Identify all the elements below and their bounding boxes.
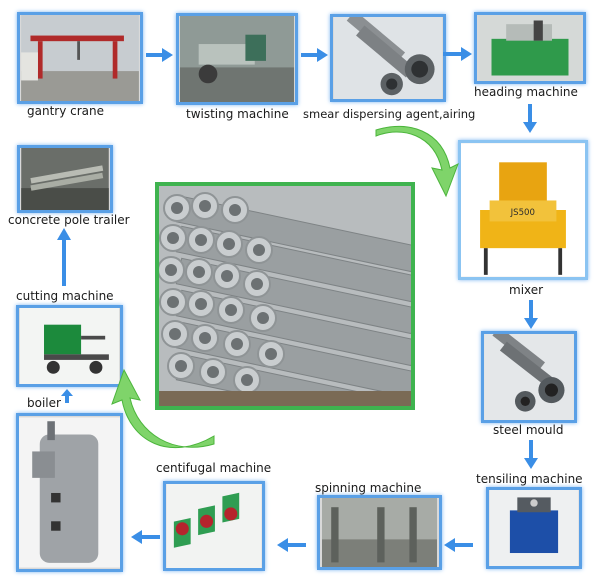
arrow-gantry-to-twisting: [146, 48, 173, 62]
centrifugal-machine-photo: [163, 481, 265, 571]
gantry-crane-photo: [17, 12, 143, 104]
label-steel-mould: steel mould: [493, 423, 564, 437]
arrow-heading-to-mixer: [523, 104, 537, 133]
tensiling-machine-image: [489, 490, 579, 566]
mixer-photo: JS500: [458, 140, 588, 280]
arrow-mixer-to-mould: [524, 300, 538, 329]
label-twisting-machine: twisting machine: [186, 107, 289, 121]
label-gantry-crane: gantry crane: [27, 104, 105, 118]
heading-machine-image: [478, 15, 582, 81]
cutting-machine-image: [19, 308, 120, 384]
arrow-cutting-to-trailer: [57, 228, 71, 286]
concrete-poles-image: [159, 186, 411, 406]
concrete-poles-center-photo: [155, 182, 415, 410]
centrifugal-machine-image: [166, 484, 262, 568]
twisting-machine-photo: [176, 13, 298, 105]
curved-arrow-bottom-left: [111, 368, 215, 449]
steel-mould-image: [484, 334, 574, 420]
boiler-image: [19, 417, 120, 568]
label-tensiling-machine: tensiling machine: [476, 472, 583, 486]
smear-dispersing-photo: [330, 14, 446, 102]
label-smear-dispersing: smear dispersing agent,airing: [303, 107, 476, 121]
concrete-pole-trailer-photo: [17, 145, 113, 213]
label-concrete-pole-trailer: concrete pole trailer: [8, 213, 130, 227]
arrow-boiler-to-cutting: [61, 389, 73, 403]
curved-arrow-top-right: [375, 125, 459, 198]
spinning-machine-photo: [317, 495, 442, 570]
label-boiler: boiler: [27, 396, 61, 410]
mixer-image: JS500: [461, 143, 585, 277]
arrow-centrifugal-to-boiler: [131, 530, 160, 544]
smear-dispersing-image: [333, 17, 443, 99]
concrete-pole-trailer-image: [21, 148, 109, 210]
twisting-machine-image: [179, 16, 295, 102]
spinning-machine-image: [322, 498, 437, 567]
steel-mould-photo: [481, 331, 577, 423]
arrow-mould-to-tensiling: [524, 440, 538, 469]
boiler-photo: [16, 413, 123, 572]
arrow-twisting-to-smear: [301, 48, 328, 62]
tensiling-machine-photo: [486, 487, 582, 569]
heading-machine-photo: [474, 12, 586, 84]
label-heading-machine: heading machine: [474, 85, 578, 99]
arrow-tensiling-to-spinning: [444, 538, 473, 552]
mixer-plate-text: JS500: [510, 208, 535, 218]
arrow-spinning-to-centrifugal: [277, 538, 306, 552]
arrow-smear-to-heading: [443, 47, 472, 61]
label-spinning-machine: spinning machine: [315, 481, 422, 495]
label-mixer: mixer: [509, 283, 544, 297]
gantry-crane-image: [21, 15, 139, 101]
label-cutting-machine: cutting machine: [16, 289, 114, 303]
cutting-machine-photo: [16, 305, 123, 387]
label-centifugal-machine: centifugal machine: [156, 461, 272, 475]
